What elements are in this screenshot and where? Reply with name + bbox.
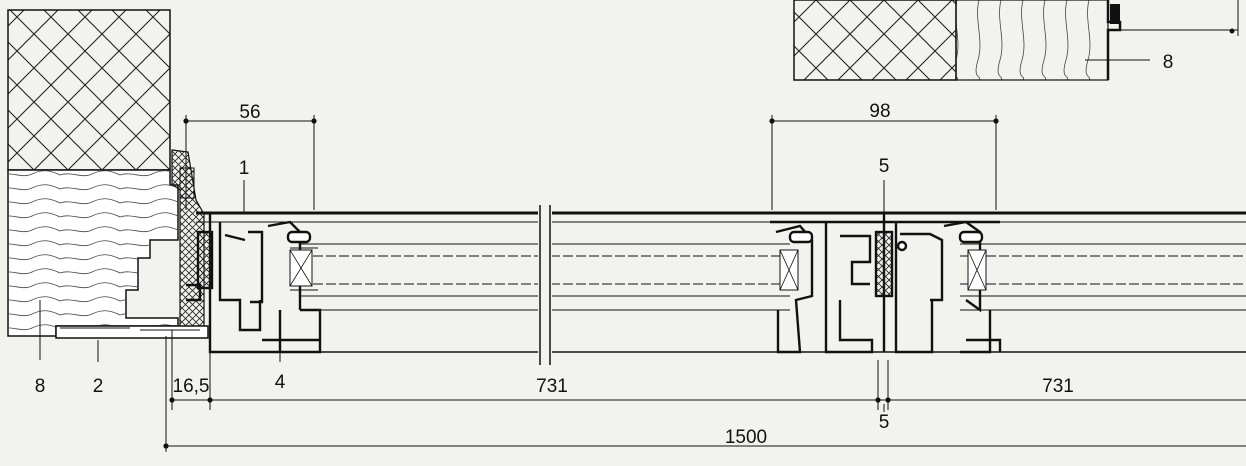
frame-profile-center: [770, 211, 1002, 354]
callout-part-5: 5: [879, 156, 890, 177]
break-symbol: [538, 205, 552, 365]
wall-timber-frame: [7, 169, 179, 337]
callout-part-2: 2: [93, 376, 104, 397]
wall-seal: [171, 149, 205, 329]
callout-part-8-left: 8: [35, 376, 46, 397]
frame-lines: [196, 211, 1246, 353]
callout-part-1: 1: [239, 158, 250, 179]
callout-part-8-top: 8: [1163, 52, 1174, 73]
sill-plate: [55, 325, 209, 339]
frame-profile-left: [186, 211, 322, 354]
top-masonry: [793, 0, 957, 81]
callout-part-4: 4: [275, 372, 286, 393]
dim-1500-label: 1500: [725, 427, 767, 448]
dim-16-5-label: 16,5: [173, 376, 210, 397]
dim-5-label: 5: [879, 412, 890, 433]
top-timber: [800, 0, 1239, 81]
dim-98-label: 98: [869, 101, 890, 122]
wall-masonry: [7, 9, 171, 171]
dimension-dots: [163, 118, 999, 449]
dimension-lines: [39, 115, 1246, 452]
dim-731-left-label: 731: [536, 376, 568, 397]
dim-731-right-label: 731: [1042, 376, 1074, 397]
dim-56-label: 56: [239, 102, 260, 123]
